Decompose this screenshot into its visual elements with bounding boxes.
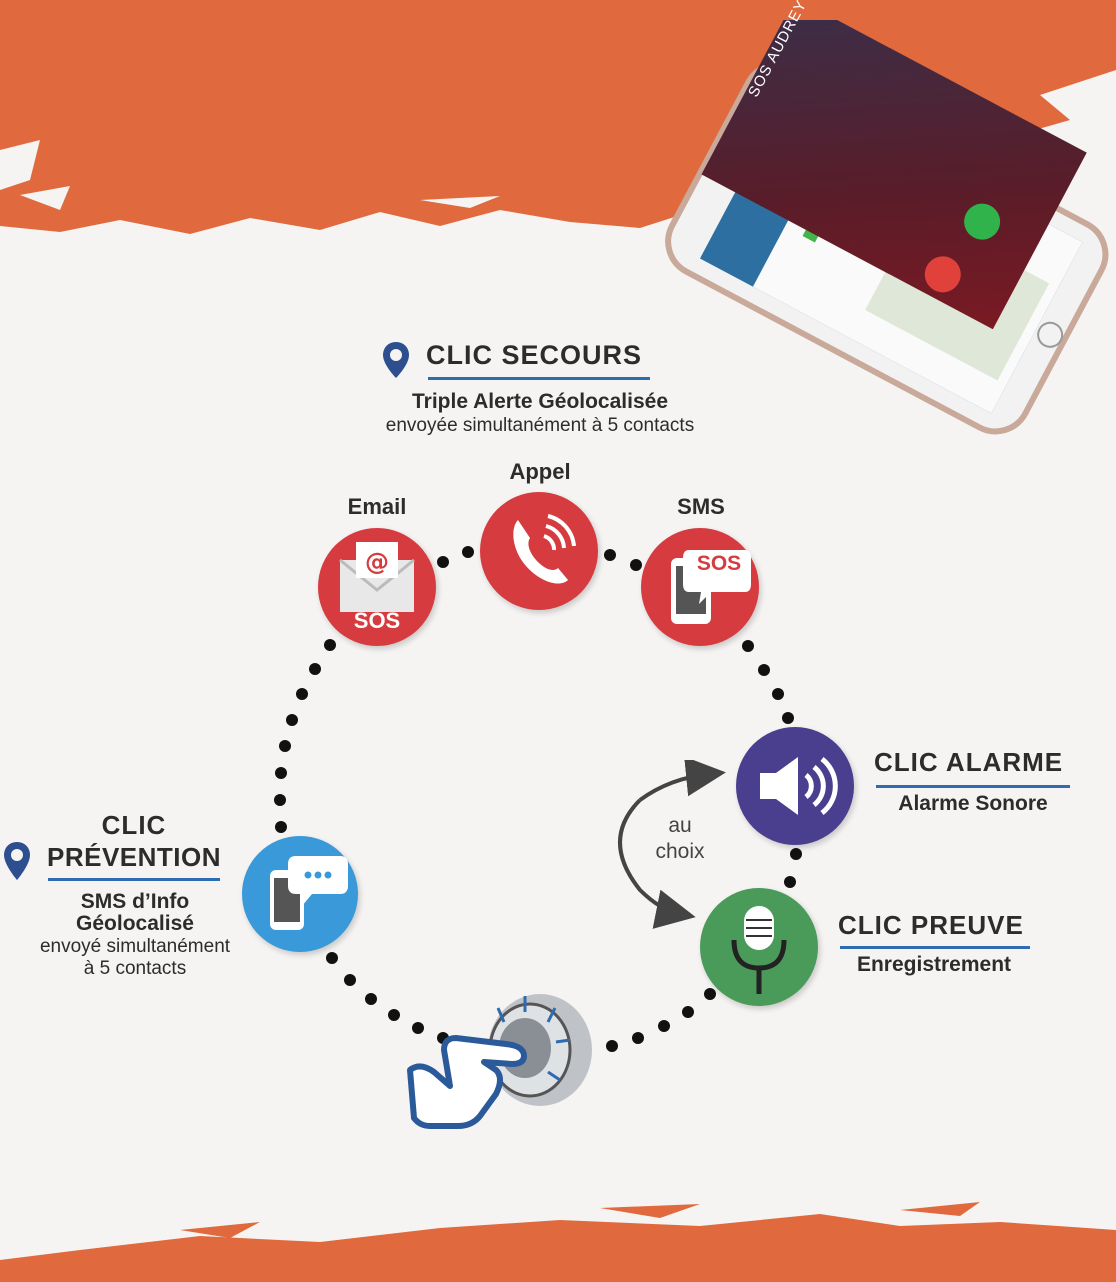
preuve-circle [700, 888, 818, 1006]
microphone-icon [731, 906, 787, 994]
secours-title: CLIC SECOURS [426, 340, 643, 370]
alarme-circle [736, 727, 854, 845]
phone-handset-icon [513, 514, 576, 584]
speaker-icon [760, 757, 838, 815]
choice-line2: choix [655, 840, 705, 863]
prevention-line4: à 5 contacts [83, 958, 187, 979]
sms-sos-text: SOS [696, 552, 742, 575]
alarme-rule [876, 785, 1070, 788]
prevention-circle [242, 836, 358, 952]
bottom-brush-banner [0, 1202, 1116, 1282]
choice-arrows [618, 760, 726, 929]
alarme-title: CLIC ALARME [874, 747, 1064, 777]
secours-rule [428, 377, 650, 380]
location-pin-icon [383, 342, 409, 378]
sms-circle: SOS [641, 528, 759, 646]
secours-line1: Triple Alerte Géolocalisée [412, 390, 668, 413]
email-label: Email [347, 494, 407, 519]
sms-label: SMS [677, 494, 725, 519]
sms-phone-icon [671, 550, 751, 624]
email-sos-text: SOS [353, 608, 401, 633]
secours-line2: envoyée simultanément à 5 contacts [385, 415, 695, 436]
prevention-line2: Géolocalisé [76, 912, 194, 935]
appel-circle [480, 492, 598, 610]
prevention-line1: SMS d’Info [80, 890, 190, 913]
prevention-rule [48, 878, 220, 881]
preuve-title: CLIC PREUVE [838, 910, 1024, 940]
preuve-subtitle: Enregistrement [856, 953, 1012, 976]
alarme-subtitle: Alarme Sonore [898, 792, 1048, 815]
svg-text:@: @ [365, 548, 389, 576]
phone-illustration [665, 0, 1109, 435]
chat-phone-icon [270, 856, 348, 930]
email-circle: @ SOS [318, 528, 436, 646]
prevention-title1: CLIC [101, 810, 167, 840]
envelope-icon: @ [339, 542, 415, 612]
choice-line1: au [668, 814, 692, 837]
appel-label: Appel [509, 459, 571, 484]
preuve-rule [840, 946, 1030, 949]
prevention-line3: envoyé simultanément [39, 936, 231, 957]
pointing-hand-icon [407, 1035, 527, 1129]
phone-mockup: SOS AUDREY [655, 0, 1115, 440]
location-pin-icon [4, 842, 30, 880]
prevention-title2: PRÉVENTION [46, 842, 222, 872]
